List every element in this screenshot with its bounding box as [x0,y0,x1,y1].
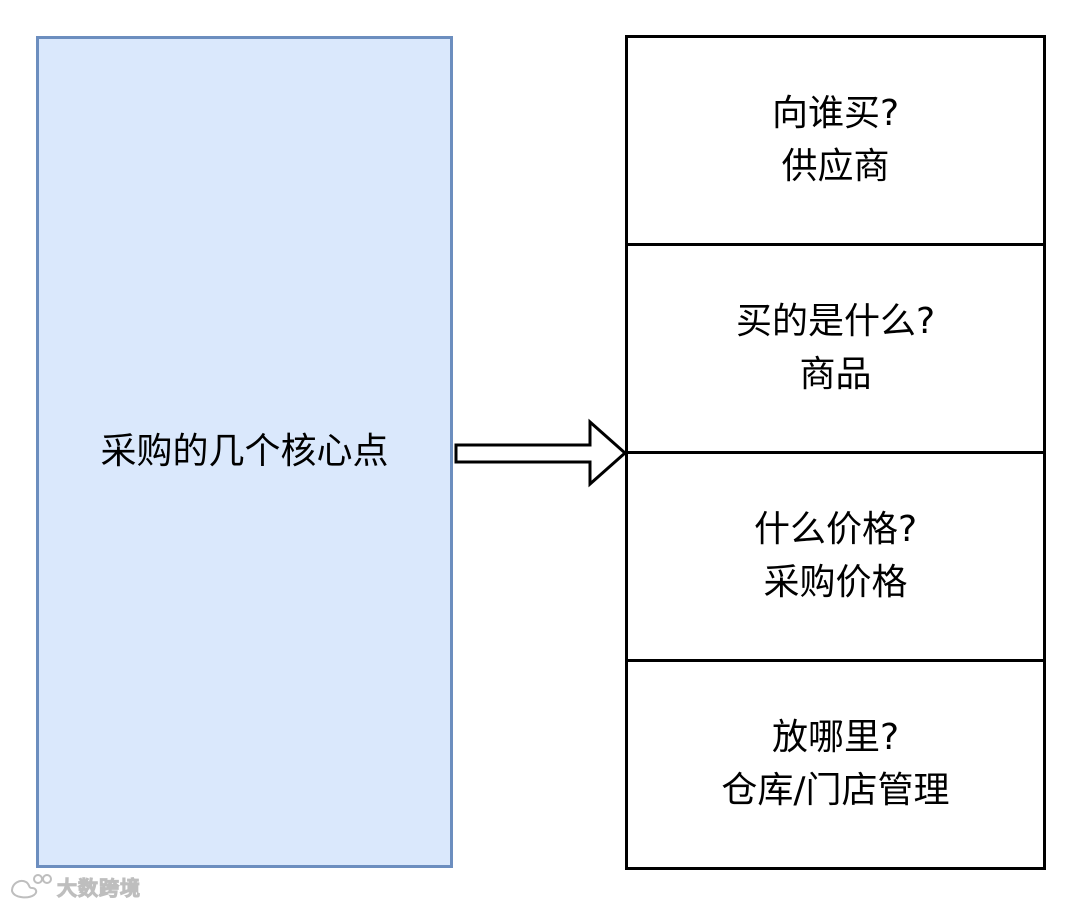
point-answer: 采购价格 [763,561,908,603]
point-question: 放哪里? [771,717,900,759]
watermark-text: 大数跨境 [57,875,141,900]
point-supplier: 向谁买? 供应商 [628,38,1043,246]
core-points-label: 采购的几个核心点 [100,430,389,472]
point-question: 买的是什么? [735,301,936,343]
core-points-list: 向谁买? 供应商 买的是什么? 商品 什么价格? 采购价格 放哪里? 仓库/门店… [625,35,1046,870]
weibo-style-logo-icon [10,874,52,899]
point-answer: 商品 [799,353,872,395]
point-storage: 放哪里? 仓库/门店管理 [628,662,1043,867]
point-product: 买的是什么? 商品 [628,246,1043,454]
point-price: 什么价格? 采购价格 [628,454,1043,662]
point-answer: 供应商 [781,145,890,187]
block-arrow-right-icon [454,418,628,488]
point-question: 向谁买? [771,93,900,135]
point-question: 什么价格? [753,509,918,551]
watermark: 大数跨境 [8,872,141,900]
core-points-box: 采购的几个核心点 [36,36,453,868]
point-answer: 仓库/门店管理 [721,769,950,811]
